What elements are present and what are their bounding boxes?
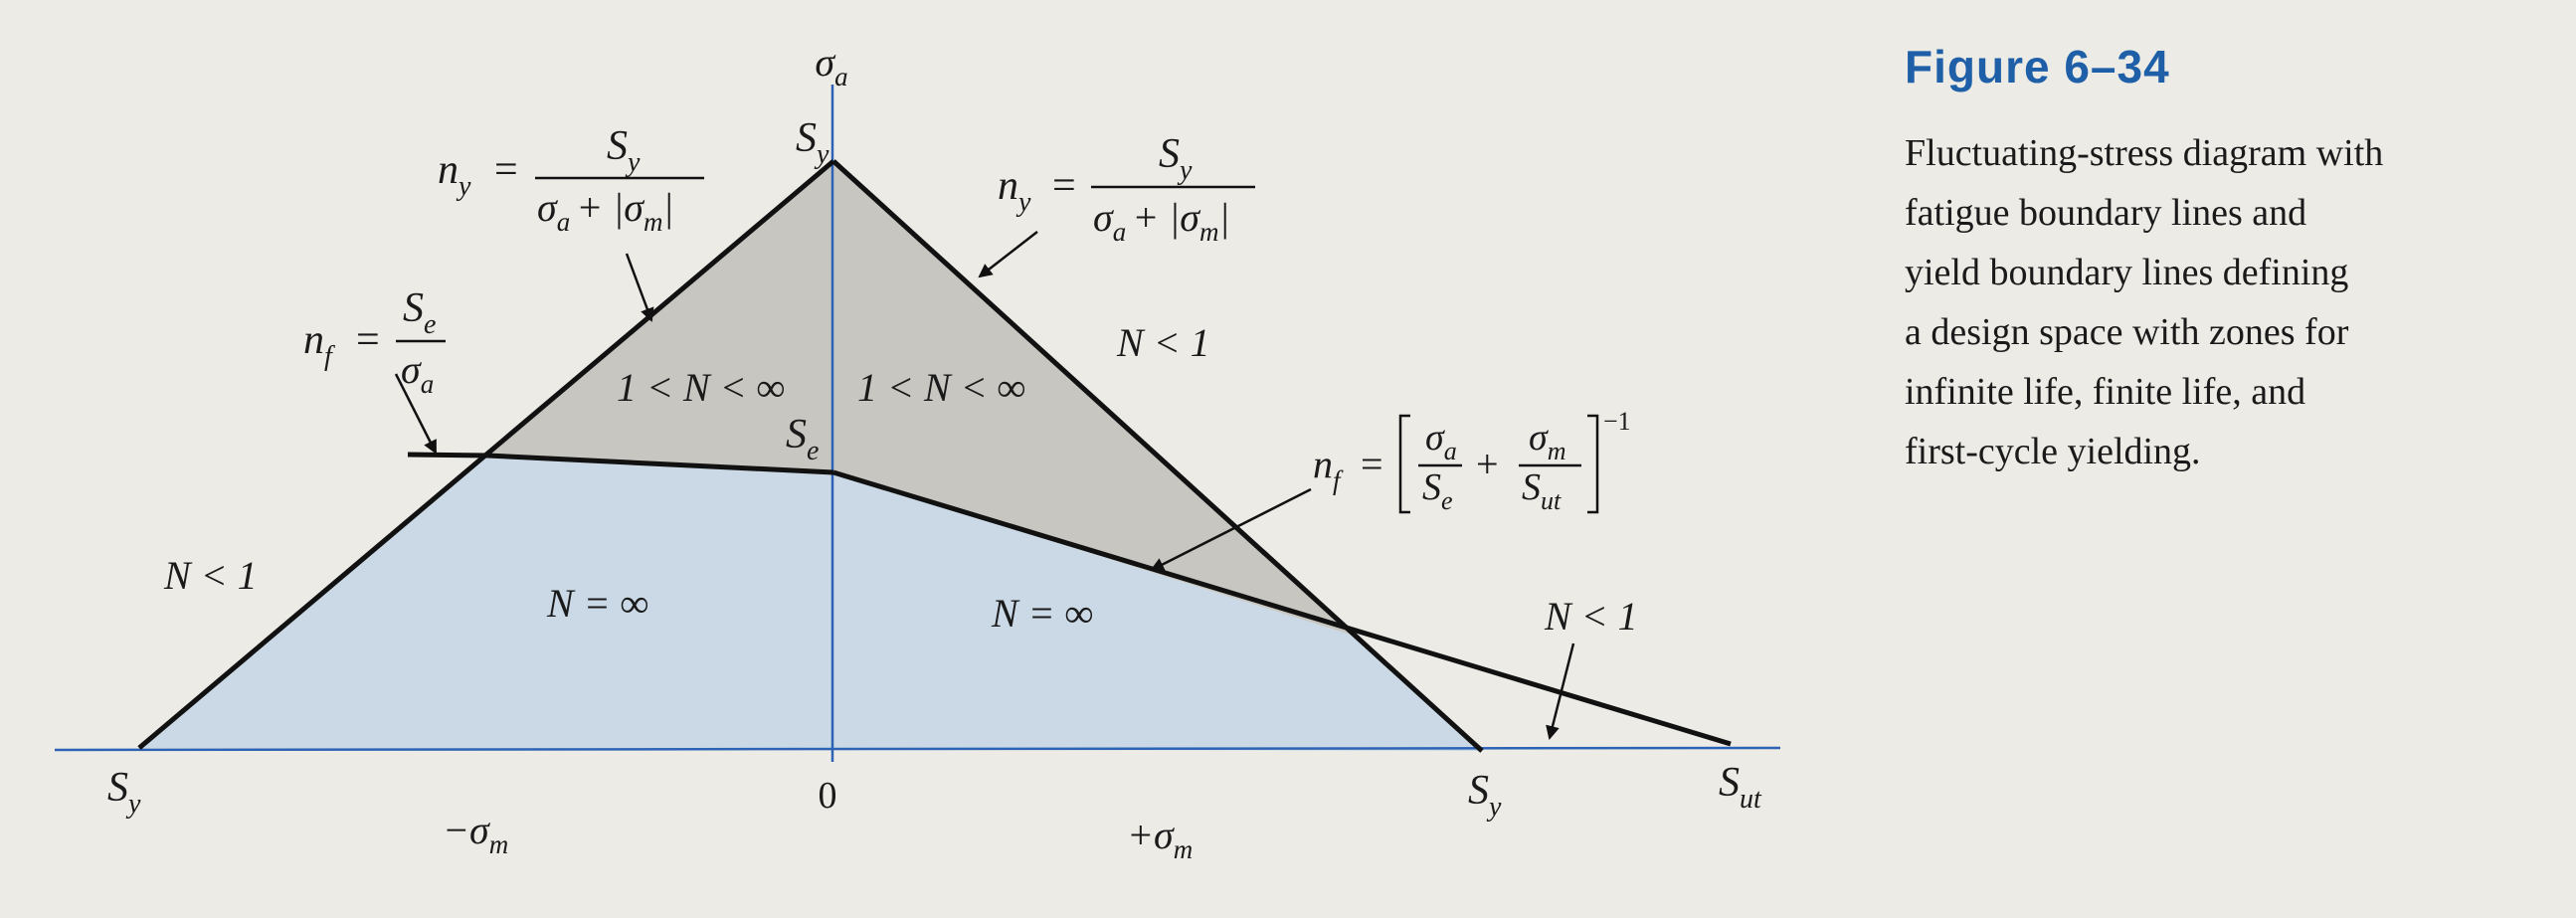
region-right-infinite-label: N = ∞	[991, 591, 1093, 636]
region-right-outer-top-label: N < 1	[1116, 320, 1210, 365]
caption-line: yield boundary lines defining	[1905, 252, 2349, 293]
region-left-outer-label: N < 1	[163, 553, 258, 598]
sut-label: Sut	[1719, 760, 1762, 815]
region-right-outer-bottom-label: N < 1	[1544, 594, 1638, 639]
svg-text:ny: ny	[438, 147, 471, 202]
sy-right-label: Sy	[1468, 768, 1502, 823]
svg-text:=: =	[494, 147, 518, 193]
finite-life-region	[487, 161, 1351, 635]
svg-text:Se: Se	[1422, 466, 1453, 515]
svg-text:Se: Se	[403, 285, 436, 340]
caption-line: first-cycle yielding.	[1905, 431, 2201, 472]
sy-top-label: Sy	[796, 115, 829, 170]
figure-caption: Figure 6–34 Fluctuating-stress diagram w…	[1905, 40, 2541, 481]
sy-left-label: Sy	[107, 765, 141, 820]
svg-text:nf: nf	[1313, 442, 1344, 495]
svg-text:=: =	[356, 317, 380, 363]
figure-caption-text: Fluctuating-stress diagram with fatigue …	[1905, 123, 2541, 481]
neg-sigma-m-label: −σm	[443, 808, 508, 859]
arrow-nf-left	[394, 373, 438, 455]
svg-text:σm: σm	[1529, 417, 1566, 465]
figure-title: Figure 6–34	[1905, 41, 2170, 92]
origin-label: 0	[819, 775, 837, 817]
nf-right-equation: nf = σa Se + σm Sut −1	[1313, 407, 1631, 515]
svg-text:nf: nf	[303, 317, 335, 372]
arrow-ny-right	[978, 231, 1038, 278]
svg-text:σa+ |σm|: σa+ |σm|	[537, 185, 673, 237]
sigma-m-axis	[54, 746, 1781, 752]
nf-left-equation: nf = Se σa	[303, 285, 446, 399]
svg-text:Sy: Sy	[607, 123, 641, 178]
caption-line: fatigue boundary lines and	[1905, 192, 2307, 234]
yield-line-right	[831, 159, 1484, 753]
svg-text:Sut: Sut	[1522, 466, 1562, 515]
se-label: Se	[786, 412, 819, 466]
region-left-finite-label: 1 < N < ∞	[617, 365, 785, 410]
arrow-ny-left	[625, 253, 654, 322]
arrow-nf-right	[1150, 487, 1312, 572]
svg-text:=: =	[1361, 442, 1383, 486]
goodman-fatigue-line	[832, 469, 1732, 747]
pos-sigma-m-label: +σm	[1127, 813, 1193, 864]
sigma-a-axis-label: σa	[815, 40, 847, 92]
svg-text:σa+ |σm|: σa+ |σm|	[1093, 195, 1229, 247]
region-left-infinite-label: N = ∞	[546, 581, 648, 626]
svg-text:ny: ny	[998, 163, 1031, 218]
region-right-finite-label: 1 < N < ∞	[857, 365, 1025, 410]
fatigue-line-left	[407, 452, 834, 475]
caption-line: infinite life, finite life, and	[1905, 371, 2306, 413]
arrow-n-lt-1-bottom	[1546, 643, 1575, 740]
svg-text:+: +	[1476, 442, 1499, 486]
caption-line: a design space with zones for	[1905, 311, 2349, 353]
svg-text:=: =	[1052, 163, 1076, 209]
caption-line: Fluctuating-stress diagram with	[1905, 132, 2384, 174]
svg-text:σa: σa	[401, 347, 434, 399]
ny-right-equation: ny = Sy σa+ |σm|	[998, 131, 1255, 247]
ny-left-equation: ny = Sy σa+ |σm|	[438, 123, 704, 237]
infinite-life-region	[139, 456, 1482, 751]
svg-text:−1: −1	[1603, 407, 1631, 436]
svg-text:Sy: Sy	[1159, 131, 1193, 186]
svg-text:σa: σa	[1425, 417, 1457, 465]
